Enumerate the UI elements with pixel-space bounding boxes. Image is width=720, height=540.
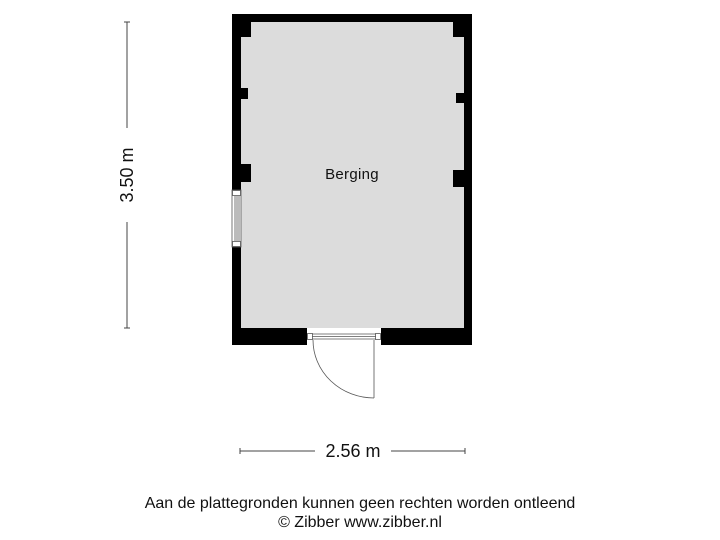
window [231, 189, 242, 248]
door [307, 328, 381, 399]
walls [232, 14, 472, 345]
disclaimer-text: Aan de plattegronden kunnen geen rechten… [144, 495, 576, 512]
door-swing-arc [312, 339, 375, 399]
room-label: Berging [325, 166, 379, 183]
room-floor [241, 22, 464, 328]
dimension-label-height: 3.50 m [115, 128, 139, 222]
copyright-text: © Zibber www.zibber.nl [278, 514, 442, 531]
dimension-label-width: 2.56 m [315, 439, 391, 463]
